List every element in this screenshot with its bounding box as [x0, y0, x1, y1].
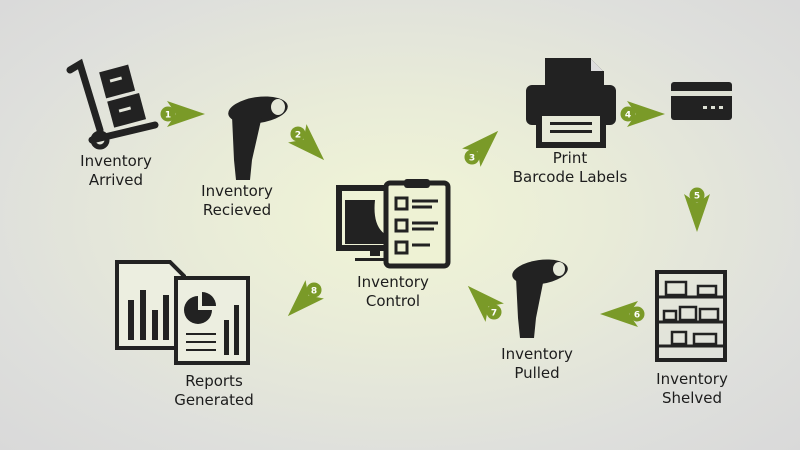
step-number-badge — [464, 149, 480, 165]
step-number: 4 — [625, 111, 631, 121]
arrow-icon — [167, 101, 205, 127]
step-number: 1 — [165, 111, 171, 121]
step-number: 3 — [469, 154, 475, 164]
arrow-icon — [467, 285, 504, 322]
monitor-clipboard-icon — [336, 179, 451, 269]
step-number-badge — [486, 304, 502, 320]
barcode-scanner-icon — [228, 96, 288, 180]
arrow-icon — [684, 194, 710, 232]
step-arrow-4: 4 — [620, 101, 665, 127]
barcode-scanner-icon-pulled — [512, 259, 568, 338]
arrow-icon — [462, 130, 499, 167]
arrow-icon — [627, 101, 665, 127]
step-number-badge — [689, 187, 705, 203]
step-arrow-5: 5 — [684, 187, 710, 232]
step-arrow-1: 1 — [160, 101, 205, 127]
step-arrow-7: 7 — [467, 285, 504, 322]
shelf-icon — [655, 270, 727, 362]
step-number-badge — [160, 106, 176, 122]
step-number: 6 — [634, 311, 640, 321]
arrow-icon — [600, 301, 638, 327]
step-number: 2 — [295, 130, 301, 140]
step-arrow-6: 6 — [600, 301, 645, 327]
step-arrow-2: 2 — [288, 124, 325, 161]
arrow-icon — [287, 280, 324, 317]
step-number: 5 — [694, 192, 700, 202]
step-arrow-8: 8 — [287, 280, 324, 317]
step-number-badge — [290, 126, 306, 142]
printer-icon — [526, 58, 616, 148]
step-number-badge — [629, 306, 645, 322]
reports-icon — [115, 260, 250, 365]
step-number: 7 — [491, 309, 497, 319]
step-number: 8 — [311, 286, 317, 296]
hand-truck-icon — [66, 58, 159, 150]
step-number-badge — [620, 106, 636, 122]
step-number-badge — [306, 282, 322, 298]
step-arrow-3: 3 — [462, 130, 499, 167]
arrow-icon — [288, 124, 325, 161]
label-card-icon — [671, 82, 732, 120]
